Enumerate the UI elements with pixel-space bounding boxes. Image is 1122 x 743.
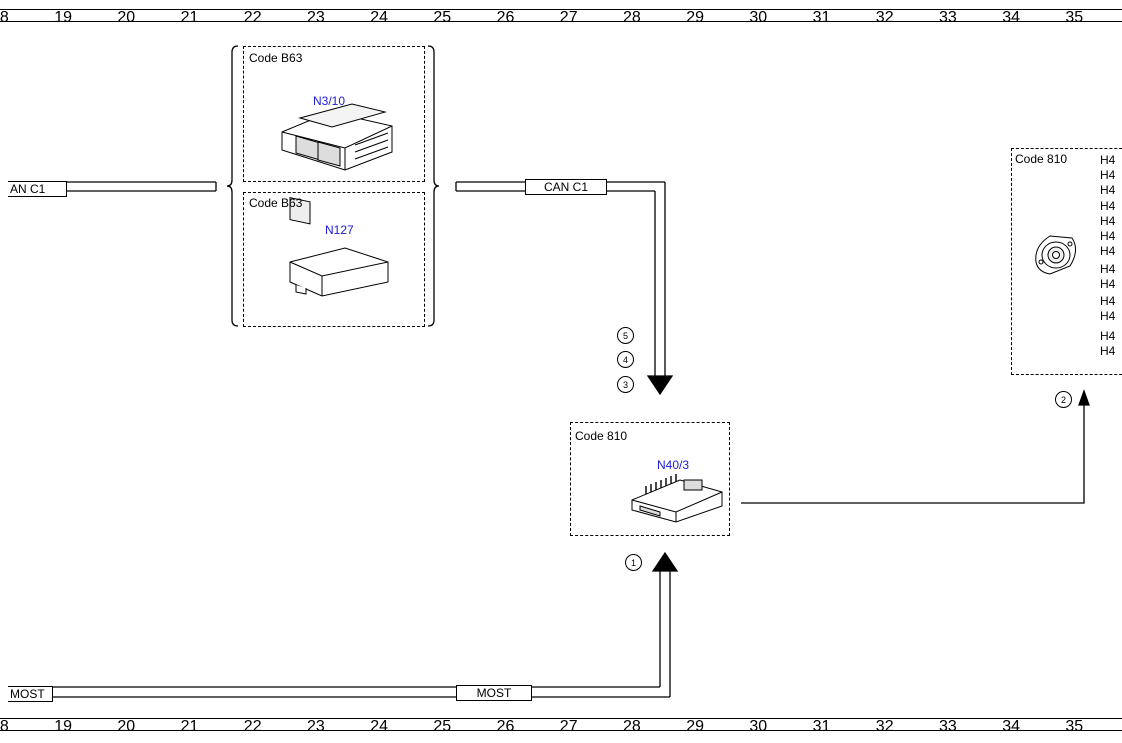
ruler-cell-24: 24 bbox=[370, 9, 388, 26]
ruler-cell-23: 23 bbox=[307, 9, 325, 26]
most-bus bbox=[50, 551, 679, 698]
ruler-cell-33: 33 bbox=[939, 9, 957, 26]
ruler-cell-20: 20 bbox=[117, 9, 136, 26]
speaker-item-label: H4 bbox=[1100, 309, 1116, 323]
marker-4: 4 bbox=[617, 351, 634, 368]
ruler-line bbox=[0, 9, 1122, 10]
ruler-cell-25: 25 bbox=[433, 718, 452, 735]
speaker-code-label: Code 810 bbox=[1015, 152, 1068, 166]
speaker-item-label: H4 bbox=[1100, 168, 1116, 182]
speaker-item-label: H4 bbox=[1100, 277, 1116, 291]
ruler-cell-23: 23 bbox=[307, 718, 325, 735]
module-component-label: N127 bbox=[325, 223, 354, 237]
speaker-item-label: H4 bbox=[1100, 329, 1116, 343]
speaker-item-label: H4 bbox=[1100, 183, 1116, 197]
most-bus-right-label: MOST bbox=[456, 685, 532, 701]
marker-1: 1 bbox=[625, 554, 642, 571]
ecu-code-label: Code B63 bbox=[249, 51, 303, 65]
ruler-cell-27: 27 bbox=[559, 9, 578, 26]
ruler-cell-29: 29 bbox=[686, 9, 704, 26]
ruler-cell-34: 34 bbox=[1002, 9, 1020, 26]
speaker-item-label: H4 bbox=[1100, 153, 1116, 167]
ecu-component-label: N3/10 bbox=[313, 94, 346, 108]
speaker-item-label: H4 bbox=[1100, 214, 1116, 228]
can-bus-right bbox=[455, 181, 674, 396]
module-code-label: Code B63 bbox=[249, 196, 303, 210]
ruler-cell-20: 20 bbox=[117, 718, 136, 735]
ruler-cell-28: 28 bbox=[623, 718, 641, 735]
ruler-line bbox=[0, 718, 1122, 719]
brace-right bbox=[427, 45, 440, 327]
ruler-cell-32: 32 bbox=[875, 718, 894, 735]
top-ruler bbox=[0, 9, 1122, 25]
ruler-cell-21: 21 bbox=[180, 718, 199, 735]
ruler-cell-26: 26 bbox=[496, 718, 515, 735]
ruler-cell-30: 30 bbox=[749, 9, 768, 26]
bottom-ruler bbox=[0, 718, 1122, 734]
amplifier-component-label: N40/3 bbox=[657, 458, 690, 472]
ruler-cell-31: 31 bbox=[812, 9, 831, 26]
can-bus-right-label: CAN C1 bbox=[525, 179, 607, 195]
ruler-cell-21: 21 bbox=[180, 9, 199, 26]
speaker-drawing bbox=[1035, 235, 1076, 275]
amplifier-code-box bbox=[570, 422, 730, 536]
ruler-cell-25: 25 bbox=[433, 9, 452, 26]
ruler-cell-30: 30 bbox=[749, 718, 768, 735]
ruler-line bbox=[0, 21, 1122, 22]
brace-left bbox=[226, 45, 239, 327]
speaker-item-label: H4 bbox=[1100, 344, 1116, 358]
ruler-cell-19: 19 bbox=[54, 718, 72, 735]
module-drawing bbox=[289, 247, 389, 297]
ruler-cell-18: 18 bbox=[0, 718, 9, 735]
ruler-cell-26: 26 bbox=[496, 9, 515, 26]
can-bus-left-label: AN C1 bbox=[8, 181, 67, 197]
ruler-cell-35: 35 bbox=[1065, 718, 1084, 735]
marker-2: 2 bbox=[1055, 391, 1072, 408]
ruler-cell-33: 33 bbox=[939, 718, 957, 735]
amplifier-drawing bbox=[631, 474, 723, 523]
ruler-cell-22: 22 bbox=[243, 9, 262, 26]
ruler-cell-19: 19 bbox=[54, 9, 72, 26]
module-code-box bbox=[243, 192, 425, 327]
speaker-code-box bbox=[1011, 148, 1122, 375]
speaker-item-label: H4 bbox=[1100, 229, 1116, 243]
ruler-cell-22: 22 bbox=[243, 718, 262, 735]
marker-5: 5 bbox=[617, 327, 634, 344]
speaker-item-label: H4 bbox=[1100, 294, 1116, 308]
ruler-cell-34: 34 bbox=[1002, 718, 1020, 735]
ruler-cell-24: 24 bbox=[370, 718, 388, 735]
speaker-item-label: H4 bbox=[1100, 244, 1116, 258]
signal-line bbox=[741, 389, 1090, 504]
ecu-drawing bbox=[281, 103, 393, 225]
speaker-item-label: H4 bbox=[1100, 262, 1116, 276]
ruler-cell-28: 28 bbox=[623, 9, 641, 26]
most-bus-left-label: MOST bbox=[8, 686, 53, 702]
ruler-cell-32: 32 bbox=[875, 9, 894, 26]
ruler-cell-35: 35 bbox=[1065, 9, 1084, 26]
ruler-line bbox=[0, 730, 1122, 731]
ruler-cell-18: 18 bbox=[0, 9, 9, 26]
amplifier-code-label: Code 810 bbox=[575, 429, 628, 443]
can-bus-left bbox=[62, 181, 217, 192]
ruler-cell-27: 27 bbox=[559, 718, 578, 735]
ruler-cell-31: 31 bbox=[812, 718, 831, 735]
speaker-item-label: H4 bbox=[1100, 199, 1116, 213]
ecu-code-box bbox=[243, 46, 425, 182]
ruler-cell-29: 29 bbox=[686, 718, 704, 735]
marker-3: 3 bbox=[617, 376, 634, 393]
